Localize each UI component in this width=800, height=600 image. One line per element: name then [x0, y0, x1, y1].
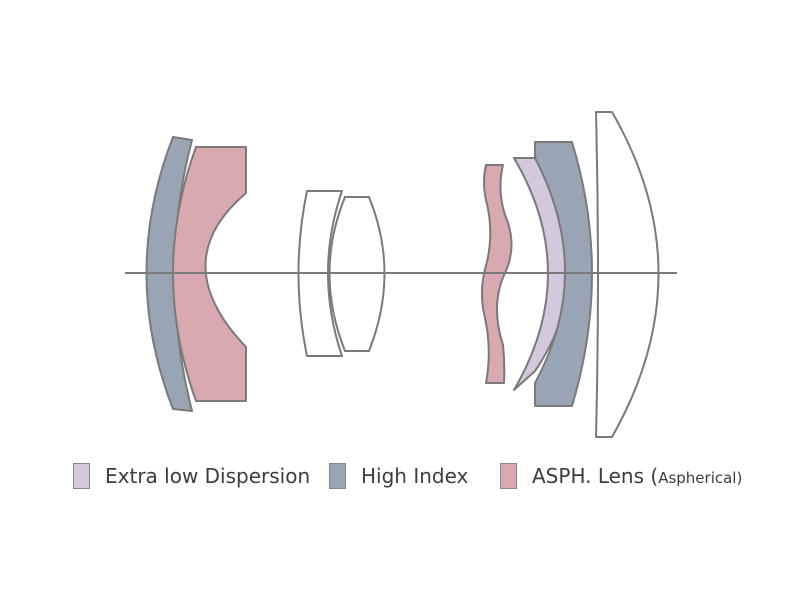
- legend-label-extra-low-dispersion: Extra low Dispersion: [105, 464, 311, 488]
- legend-item-extra-low-dispersion: Extra low Dispersion: [73, 460, 310, 492]
- legend-item-high-index: High Index: [329, 460, 468, 492]
- legend-swatch-extra-low-dispersion: [73, 463, 90, 489]
- lens-element-7-high-index: [534, 141, 593, 407]
- legend-swatch-high-index: [329, 463, 346, 489]
- lens-element-8: [595, 111, 660, 438]
- legend-label-asph-main: ASPH. Lens (: [532, 464, 659, 488]
- legend: Extra low Dispersion High Index ASPH. Le…: [73, 460, 773, 492]
- legend-label-asph-sub: Aspherical): [658, 469, 743, 487]
- legend-item-asph-lens: ASPH. Lens (Aspherical): [500, 460, 742, 492]
- legend-swatch-asph-lens: [500, 463, 517, 489]
- legend-label-asph-lens: ASPH. Lens (Aspherical): [532, 464, 742, 488]
- legend-label-high-index: High Index: [361, 464, 469, 488]
- lens-element-2-aspherical: [172, 146, 247, 402]
